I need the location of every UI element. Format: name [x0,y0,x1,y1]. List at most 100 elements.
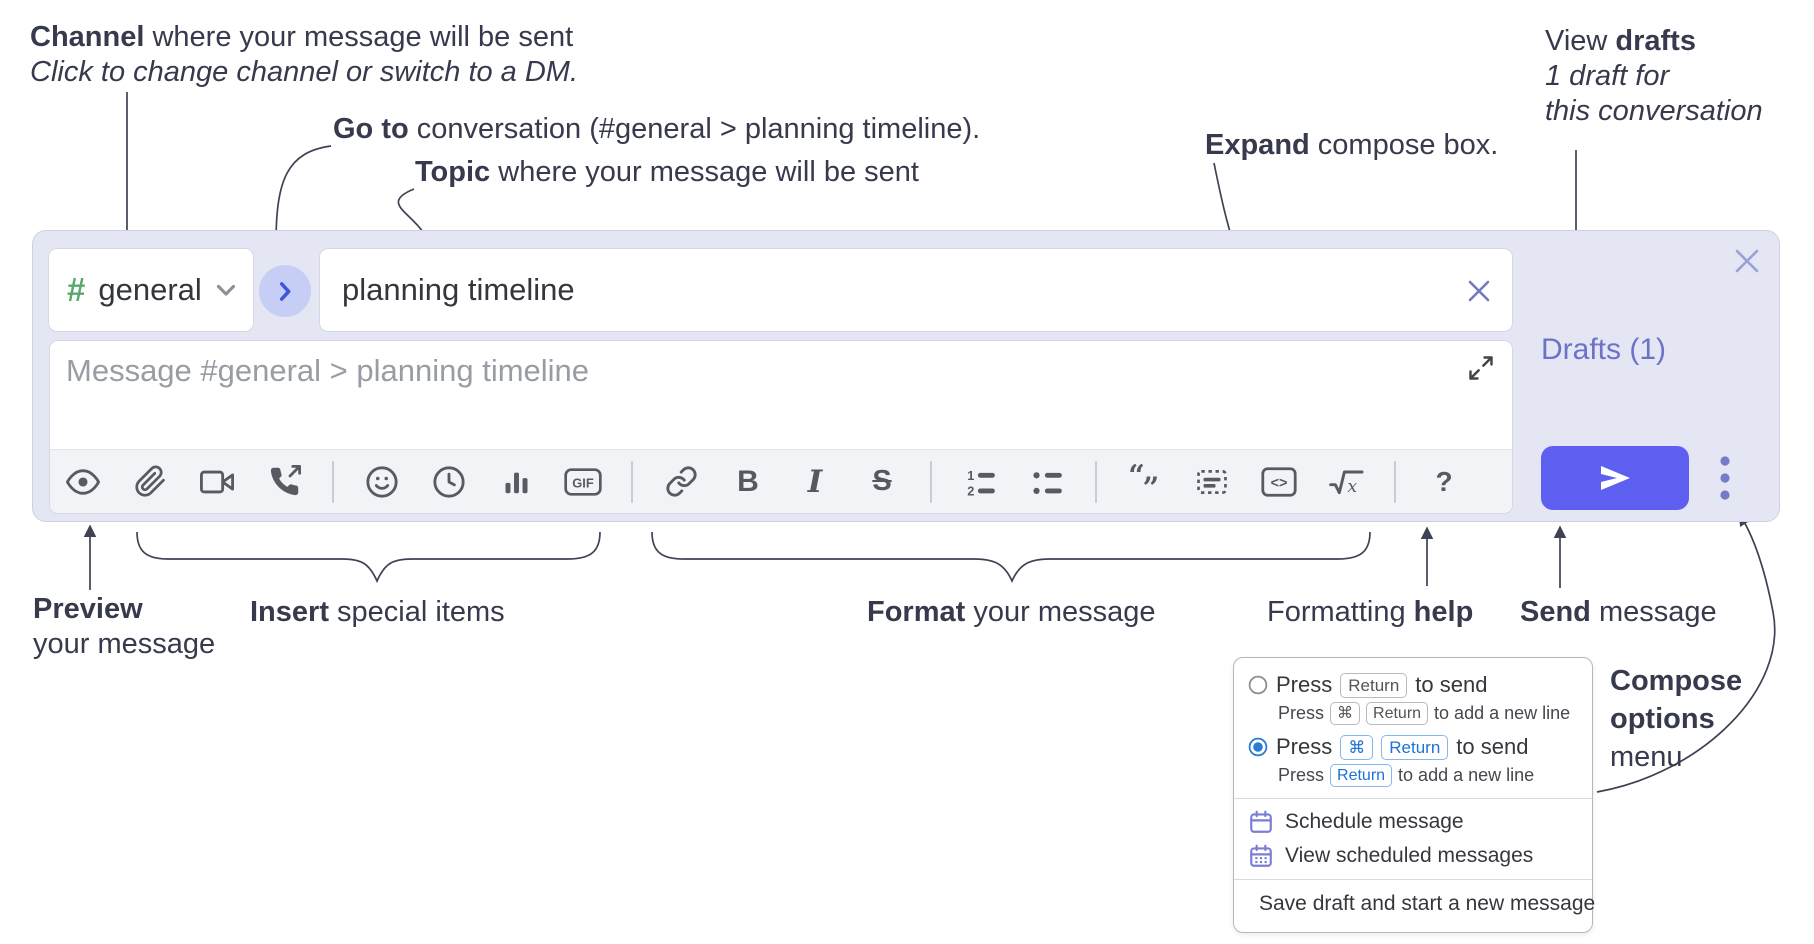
send-annotation-bold: Send [1520,596,1591,628]
format-annotation-bold: Format [867,596,966,628]
topic-annotation: Topic where your message will be sent [415,155,919,190]
expand-annotation-bold: Expand [1205,129,1310,161]
link-icon [665,466,697,497]
channel-name: general [98,272,202,307]
formatting-help-bold: help [1413,596,1474,628]
message-textarea[interactable] [64,351,1308,443]
return-key: Return [1330,763,1393,787]
message-area: GIF B I S 1 2 [49,340,1513,514]
compose-options-button[interactable] [1712,453,1738,503]
send-annotation-rest: message [1590,596,1717,628]
topic-annotation-bold: Topic [415,156,491,188]
expand-compose-button[interactable] [1464,351,1498,385]
cmd-enter-sends-option[interactable]: Press ⌘ Return to send [1248,732,1578,762]
insert-annotation: Insert special items [250,595,505,630]
spoiler-button[interactable] [1193,462,1231,502]
go-to-conversation-button[interactable] [259,265,311,317]
topic-input[interactable] [320,272,1422,308]
question-mark-icon: ? [1435,465,1453,497]
compose-box: # general [32,230,1780,522]
audio-call-button[interactable] [265,462,303,502]
menu-item-label: Save draft and start a new message [1259,892,1596,915]
enter-sends-subtext: Press ⌘ Return to add a new line [1278,700,1578,726]
bold-button[interactable]: B [729,462,767,502]
insert-annotation-rest: special items [328,596,505,628]
insert-brace [136,531,601,584]
drafts-link[interactable]: Drafts (1) [1541,333,1667,366]
chevron-down-icon [217,284,235,296]
video-call-button[interactable] [198,462,236,502]
code-button[interactable]: <> [1260,462,1298,502]
send-button[interactable] [1541,446,1689,510]
menu-item-schedule-message[interactable]: Schedule message [1248,805,1578,839]
smiley-icon [366,465,398,498]
gif-button[interactable]: GIF [564,462,602,502]
toolbar-divider [631,460,633,503]
cmd-key: ⌘ [1330,701,1361,725]
goto-annotation-bold: Go to [333,113,409,145]
math-sqrt-icon: x [1329,470,1364,497]
topic-input-container [319,248,1513,332]
bulleted-list-button[interactable] [1028,462,1066,502]
topic-annotation-rest: where your message will be sent [490,156,919,188]
enter-sends-option[interactable]: Press Return to send [1248,670,1578,700]
spoiler-icon [1197,469,1227,494]
time-button[interactable] [430,462,468,502]
close-compose-button[interactable] [1731,245,1763,277]
channel-annotation-bold: Channel [30,21,145,53]
option-press-label: Press [1276,734,1333,759]
svg-text:2: 2 [967,483,974,498]
poll-button[interactable] [497,462,535,502]
chevron-right-icon [279,281,290,301]
menu-item-save-draft[interactable]: Save draft and start a new message [1248,887,1595,921]
view-drafts-annotation: View drafts 1 draft for this conversatio… [1545,24,1763,129]
toolbar-divider [930,460,932,503]
send-icon [1601,466,1630,490]
toolbar-divider [1095,460,1097,503]
italic-button[interactable]: I [796,462,834,502]
gif-icon: GIF [564,467,602,496]
svg-text:<>: <> [1271,475,1288,491]
eye-icon [66,468,100,495]
menu-divider [1234,879,1592,880]
formatting-help-pre: Formatting [1267,596,1414,628]
radio-checked-icon [1248,737,1268,757]
strikethrough-icon: S [872,465,892,497]
numbered-list-button[interactable]: 1 2 [961,462,999,502]
format-brace [651,531,1371,584]
preview-button[interactable] [64,462,102,502]
option-to-send-label: to send [1415,672,1488,697]
formatting-help-button[interactable]: ? [1425,462,1463,502]
view-drafts-pre: View [1545,25,1616,57]
preview-annotation: Preview your message [33,592,215,662]
insert-annotation-bold: Insert [250,596,329,628]
menu-divider [1234,798,1592,799]
svg-text:1: 1 [967,467,974,482]
preview-annotation-bold: Preview [33,593,143,625]
close-icon [1735,249,1759,273]
link-button[interactable] [662,462,700,502]
attach-file-button[interactable] [131,462,169,502]
menu-item-view-scheduled[interactable]: View scheduled messages [1248,839,1578,873]
sub-new-line-label: to add a new line [1398,764,1535,785]
paperclip-icon [134,465,165,497]
svg-text:“: “ [1128,464,1145,493]
strikethrough-button[interactable]: S [863,462,901,502]
italic-icon: I [807,463,823,500]
expand-annotation-rest: compose box. [1309,129,1499,161]
sub-new-line-label: to add a new line [1434,702,1571,723]
bar-chart-icon [505,472,527,494]
clock-icon [433,465,465,498]
math-button[interactable]: x [1327,462,1365,502]
emoji-button[interactable] [363,462,401,502]
channel-annotation-line2: Click to change channel or switch to a D… [30,56,579,88]
clear-topic-button[interactable] [1462,274,1496,308]
bold-icon: B [737,464,759,498]
quote-button[interactable]: “ ” [1126,462,1164,502]
phone-outgoing-icon [270,465,301,496]
menu-item-label: Schedule message [1285,810,1464,833]
compose-options-line1: Compose [1610,665,1743,697]
channel-selector-button[interactable]: # general [48,248,254,332]
view-drafts-line3: this conversation [1545,95,1763,127]
